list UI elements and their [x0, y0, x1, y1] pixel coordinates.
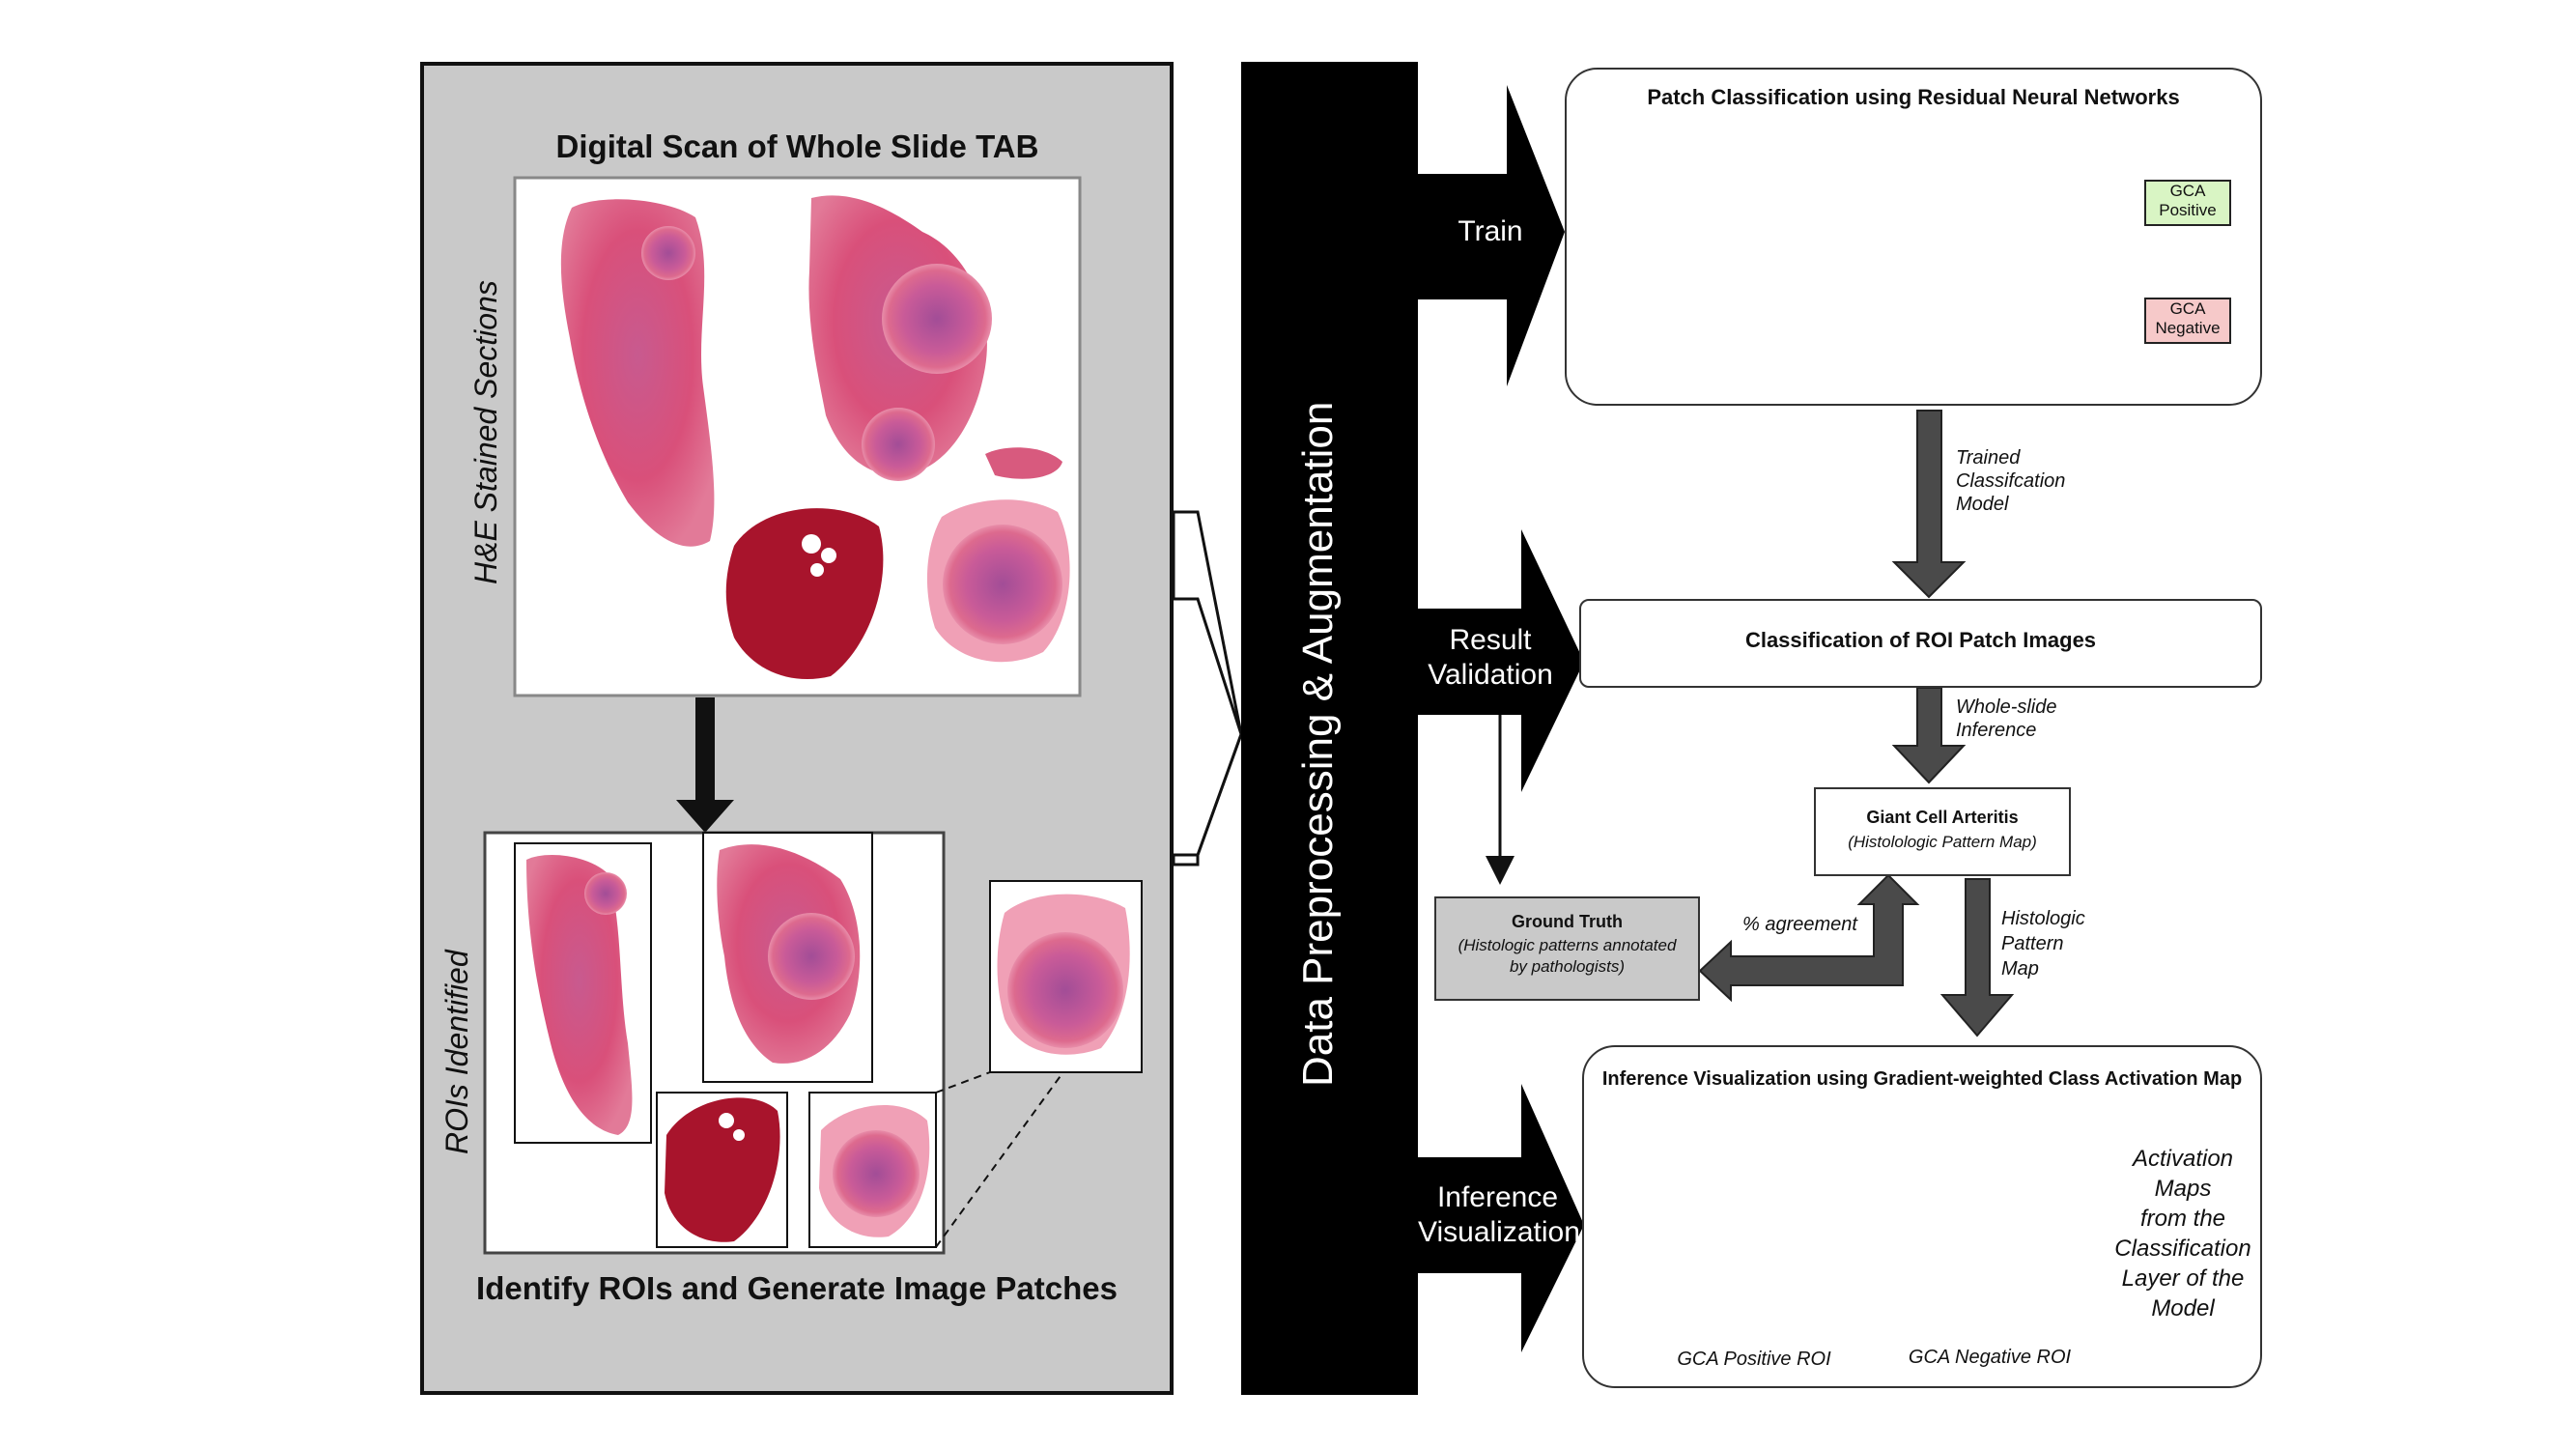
inference-visualization-label: Inference Visualization: [1418, 1181, 1580, 1248]
positive-roi-caption: GCA Positive ROI: [1677, 1349, 1831, 1370]
negative-roi-caption: GCA Negative ROI: [1908, 1347, 2072, 1368]
training-title: Patch Classification using Residual Neur…: [1647, 85, 2180, 109]
stained-sections-label: H&E Stained Sections: [468, 280, 503, 584]
ground-truth-title: Ground Truth: [1512, 912, 1623, 931]
rois-identified-label: ROIs Identified: [439, 950, 474, 1154]
visualization-box: [1582, 1045, 2262, 1388]
slide-tissue-sections: [560, 195, 1070, 680]
roi-classification-label: Classification of ROI Patch Images: [1744, 628, 2097, 652]
gca-title: Giant Cell Arteritis: [1866, 808, 2019, 827]
validation-arrow: [1418, 529, 1584, 792]
spine-label: Data Preprocessing & Augmentation: [1294, 401, 1342, 1087]
pattern-map-note: Histologic Pattern Map: [2001, 908, 2085, 980]
pattern-map-arrow: [1939, 878, 2015, 1037]
gca-subtitle: (Histolologic Pattern Map): [1848, 833, 2037, 851]
visualization-title: Inference Visualization using Gradient-w…: [1601, 1068, 2243, 1090]
activation-maps-caption: Activation Maps from the Classification …: [2114, 1146, 2251, 1321]
slide-scan-title: Digital Scan of Whole Slide TAB: [555, 128, 1039, 164]
spine-bar: [1241, 62, 1418, 1395]
gca-pattern-map-box: [1814, 787, 2071, 876]
ground-truth-subtitle: (Histologic patterns annotated by pathol…: [1458, 936, 1677, 976]
agreement-label: % agreement: [1739, 913, 1861, 936]
train-label: Train: [1458, 215, 1523, 247]
result-validation-label: Result Validation: [1428, 624, 1553, 691]
train-arrow: [1418, 85, 1565, 386]
roi-generation-title: Identify ROIs and Generate Image Patches: [476, 1270, 1118, 1306]
inference-arrow: [1418, 1084, 1584, 1352]
whole-slide-inference-note: Whole-slide Inference: [1956, 696, 2057, 741]
gca-negative-output: GCA Negative: [2144, 298, 2231, 344]
roi-patches: [514, 832, 1143, 1248]
whole-slide-inference-arrow: [1891, 687, 1967, 784]
agreement-arrow: [1698, 873, 1920, 1003]
down-arrow-rois: [676, 697, 734, 833]
trained-model-arrow: [1891, 410, 1967, 599]
trained-model-note: Trained Classifcation Model: [1956, 447, 2066, 515]
training-box: [1565, 68, 2262, 406]
roi-classification-box: [1579, 599, 2262, 688]
gca-positive-output: GCA Positive: [2144, 180, 2231, 226]
ground-truth-box: [1434, 896, 1700, 1001]
